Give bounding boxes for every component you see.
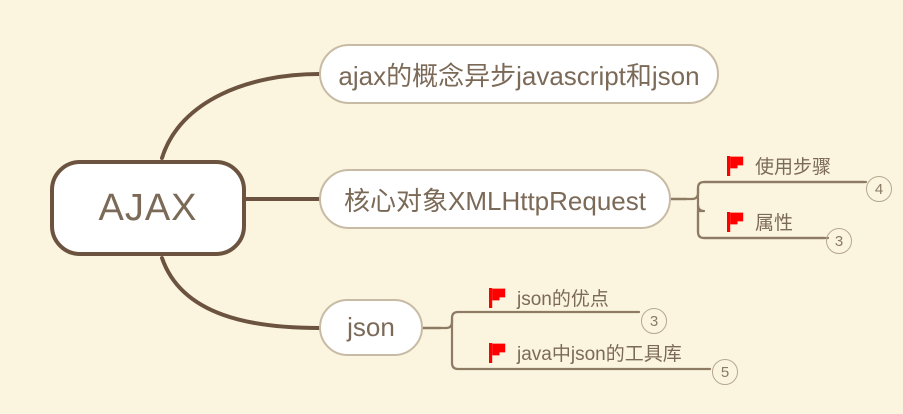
root-node-ajax[interactable]: AJAX [50, 160, 246, 256]
branch-node-concept[interactable]: ajax的概念异步javascript和json [319, 44, 719, 104]
badge-count-json-pros[interactable]: 3 [641, 308, 667, 334]
leaf-item-steps[interactable]: 使用步骤 [727, 152, 831, 179]
red-flag-icon [489, 287, 506, 308]
leaf-item-json-libs[interactable]: java中json的工具库 [489, 339, 682, 366]
branch-node-json-label: json [347, 312, 395, 342]
connector-root-to-concept [160, 72, 321, 160]
badge-count-json-libs[interactable]: 5 [712, 359, 738, 385]
branch-node-xhr-label: 核心对象XMLHttpRequest [344, 185, 646, 216]
branch-node-concept-label: ajax的概念异步javascript和json [338, 60, 700, 91]
red-flag-icon [727, 155, 744, 176]
root-node-label: AJAX [98, 186, 198, 229]
leaf-item-props[interactable]: 属性 [727, 208, 793, 235]
leaf-item-props-label: 属性 [755, 213, 794, 234]
red-flag-icon [727, 211, 744, 232]
connector-root-to-json [160, 256, 321, 330]
red-flag-icon [489, 342, 506, 363]
branch-node-json[interactable]: json [319, 299, 423, 356]
branch-node-xhr[interactable]: 核心对象XMLHttpRequest [319, 169, 671, 229]
badge-count-props[interactable]: 3 [826, 228, 852, 254]
leaf-item-json-pros-label: json的优点 [517, 289, 609, 310]
badge-count-steps[interactable]: 4 [866, 176, 892, 202]
leaf-item-json-libs-label: java中json的工具库 [517, 344, 682, 365]
leaf-item-steps-label: 使用步骤 [755, 157, 832, 178]
connector-json-corner-top [438, 310, 641, 330]
connector-json-underline-libs [450, 361, 712, 371]
leaf-item-json-pros[interactable]: json的优点 [489, 284, 609, 311]
